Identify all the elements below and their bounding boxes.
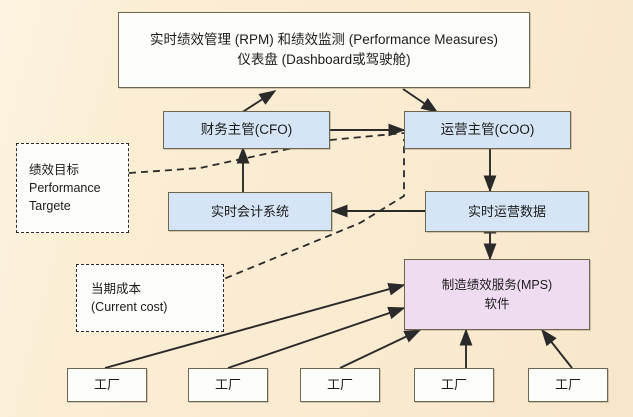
edge-cfo-to-dashboard: [240, 90, 277, 114]
factory-5-label: 工厂: [554, 377, 581, 393]
node-mps-software[interactable]: 制造绩效服务(MPS) 软件: [404, 259, 590, 330]
node-accounting-system[interactable]: 实时会计系统: [168, 192, 332, 231]
accounting-system-label: 实时会计系统: [210, 203, 289, 219]
node-operations-data[interactable]: 实时运营数据: [425, 191, 589, 232]
node-dashboard[interactable]: 实时绩效管理 (RPM) 和绩效监测 (Performance Measures…: [118, 12, 530, 88]
factory-3-label: 工厂: [326, 377, 353, 393]
operations-data-label: 实时运营数据: [467, 203, 546, 219]
mps-line2: 软件: [484, 296, 510, 311]
performance-target-line3: Targete: [29, 199, 71, 214]
cfo-label: 财务主管(CFO): [200, 121, 293, 137]
node-cfo[interactable]: 财务主管(CFO): [163, 111, 330, 149]
node-coo[interactable]: 运营主管(COO): [404, 111, 571, 149]
node-factory-1[interactable]: 工厂: [67, 368, 147, 402]
dashboard-line1: 实时绩效管理 (RPM) 和绩效监测 (Performance Measures…: [149, 32, 499, 48]
factory-4-label: 工厂: [440, 377, 467, 393]
node-performance-target[interactable]: 绩效目标 Performance Targete: [16, 143, 129, 233]
performance-target-line1: 绩效目标: [29, 162, 80, 177]
edge-factory3-to-mps: [339, 329, 422, 369]
edge-factory5-to-mps: [541, 328, 573, 369]
factory-1-label: 工厂: [93, 377, 120, 393]
node-current-cost[interactable]: 当期成本 (Current cost): [76, 264, 224, 332]
coo-label: 运营主管(COO): [440, 121, 535, 137]
node-factory-4[interactable]: 工厂: [414, 368, 494, 402]
node-factory-2[interactable]: 工厂: [188, 368, 268, 402]
node-factory-3[interactable]: 工厂: [300, 368, 380, 402]
mps-line1: 制造绩效服务(MPS): [441, 278, 553, 293]
current-cost-line1: 当期成本: [91, 281, 142, 296]
edge-dashboard-to-coo: [402, 88, 439, 113]
dashboard-line2: 仪表盘 (Dashboard或驾驶舱): [237, 52, 411, 67]
factory-2-label: 工厂: [214, 377, 241, 393]
node-factory-5[interactable]: 工厂: [528, 368, 608, 402]
current-cost-line2: (Current cost): [91, 300, 168, 314]
performance-target-line2: Performance: [29, 180, 101, 195]
edge-factory2-to-mps: [227, 306, 406, 369]
